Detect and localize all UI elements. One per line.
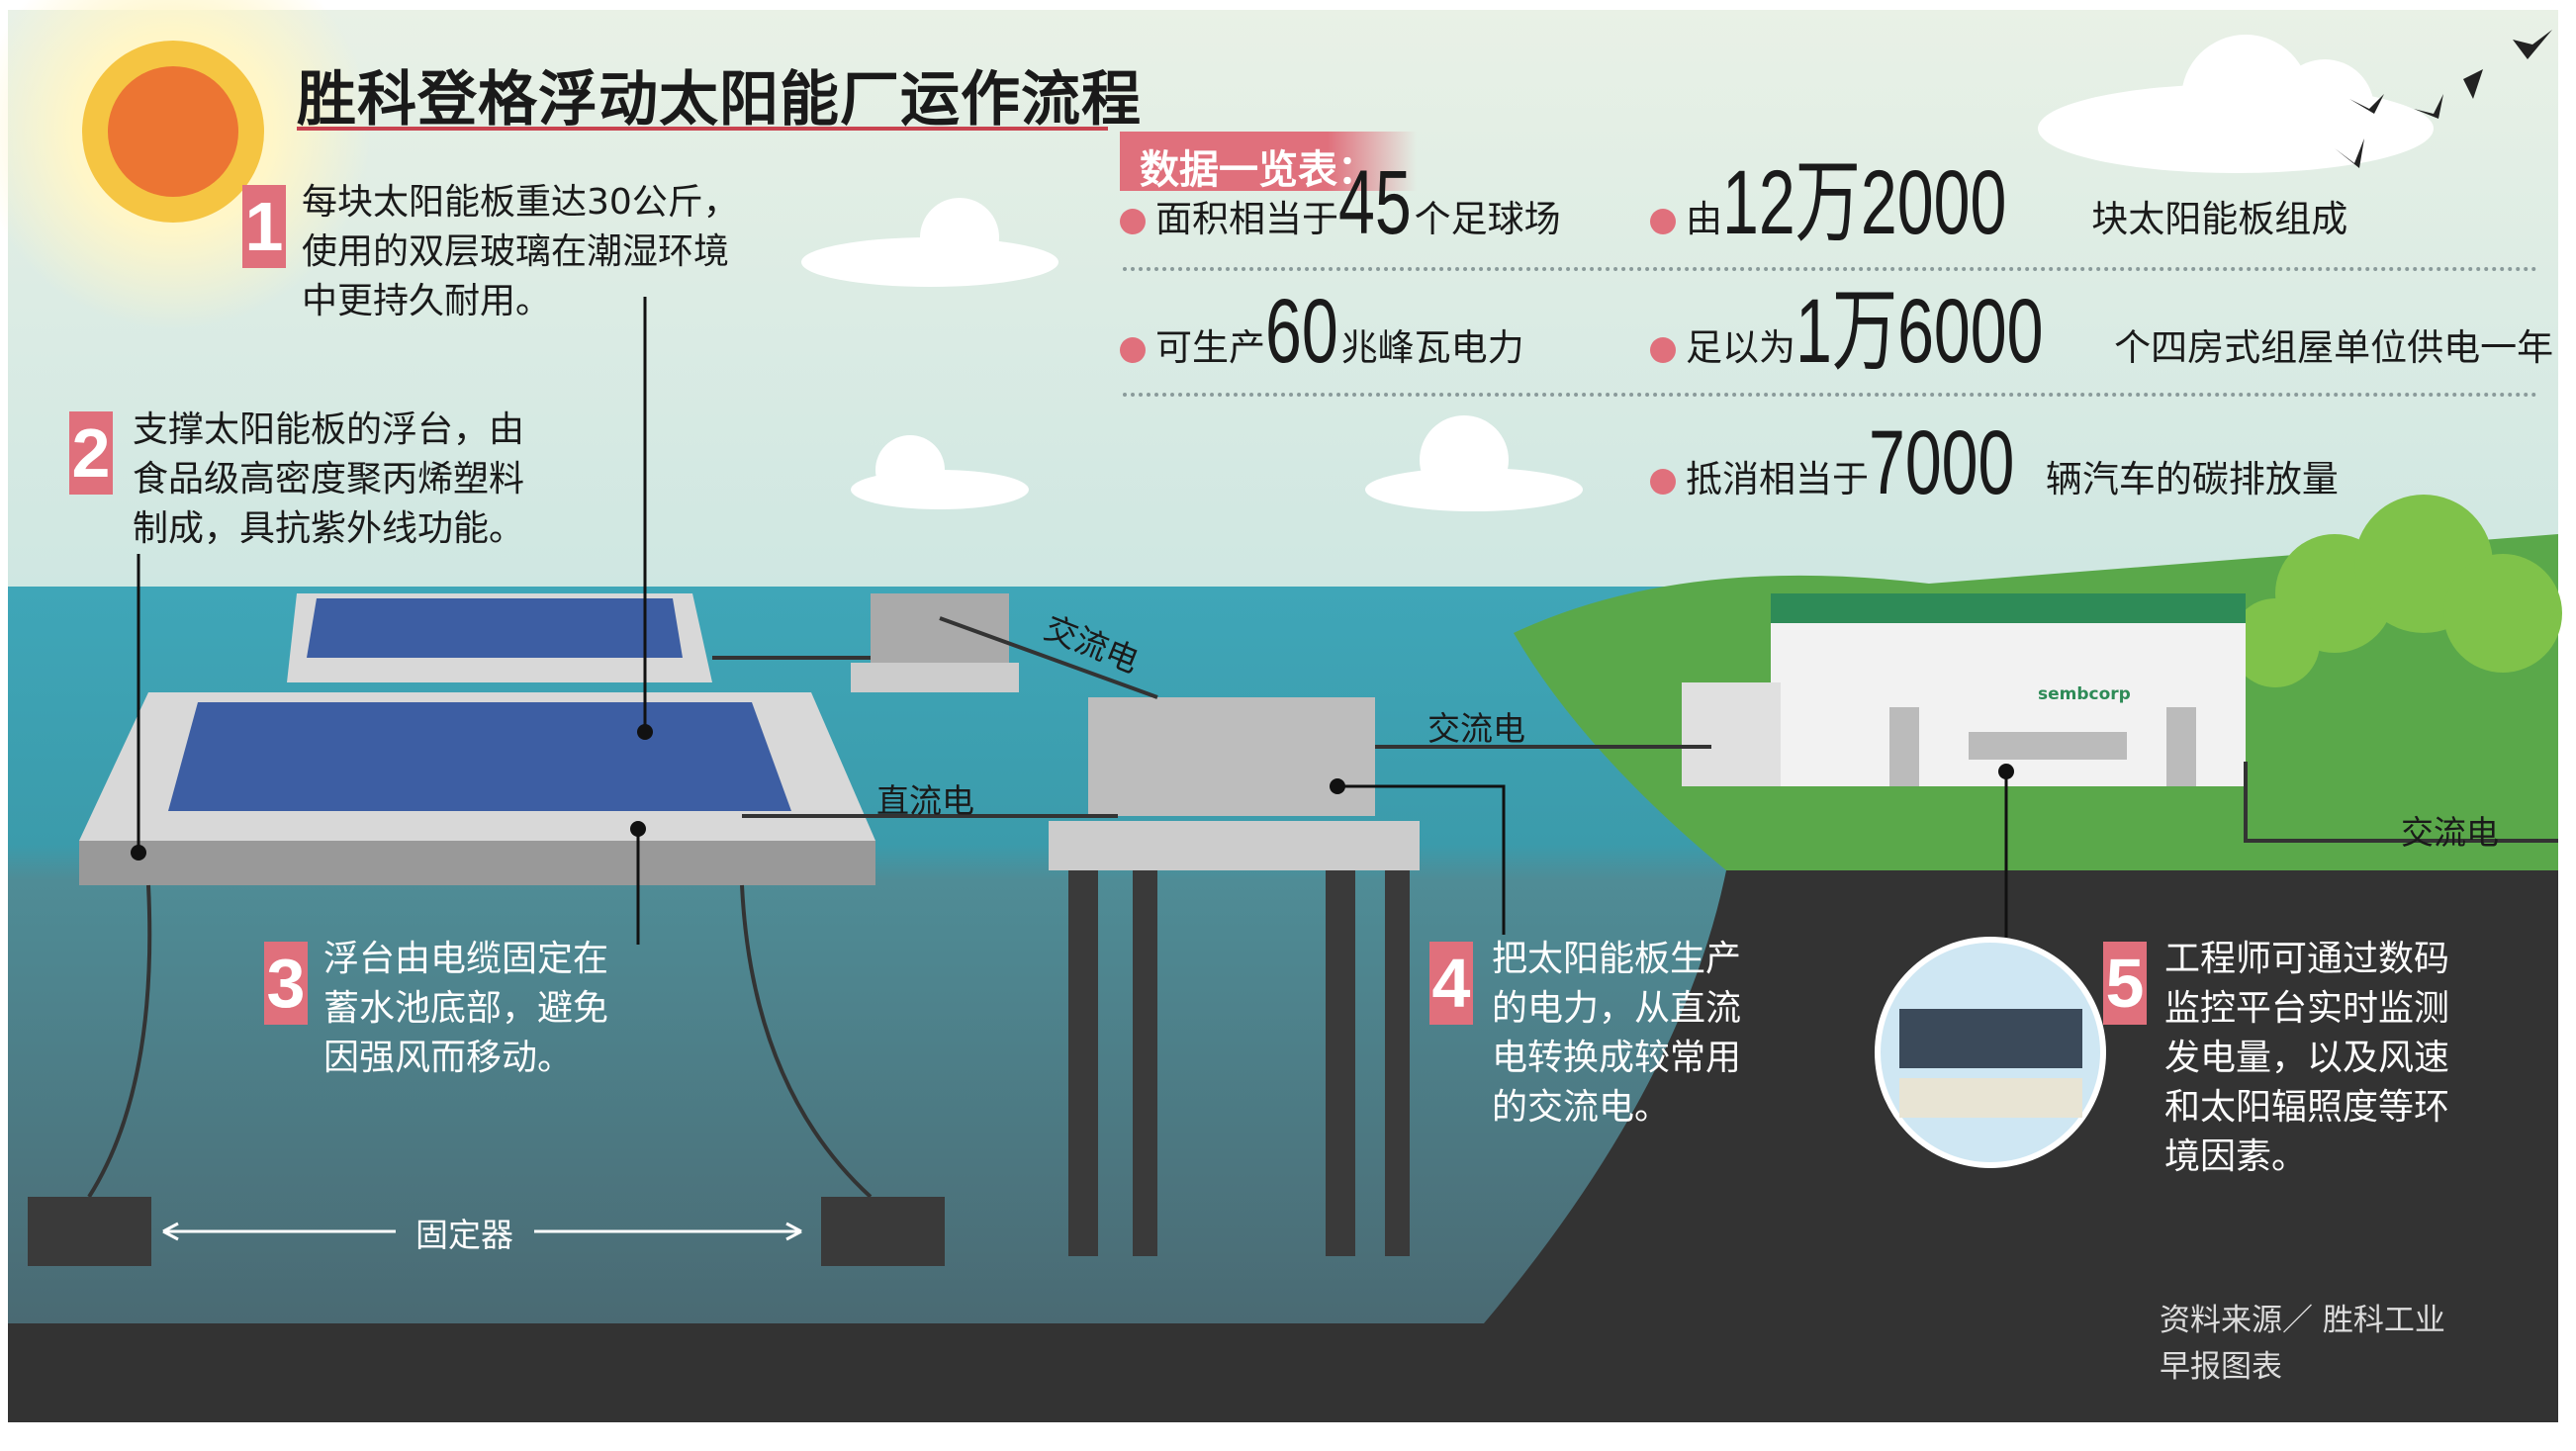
sun-icon	[82, 41, 264, 223]
step-2-number: 2	[69, 411, 113, 495]
bullet-icon	[1120, 209, 1146, 234]
divider	[1123, 393, 2537, 397]
leader-lines	[137, 297, 2008, 945]
birds-icon	[2335, 30, 2552, 168]
step-4-text: 把太阳能板生产的电力，从直流电转换成较常用的交流电。	[1492, 939, 1742, 1128]
step-2-text: 支撑太阳能板的浮台，由食品级高密度聚丙烯塑料制成，具抗紫外线功能。	[133, 409, 525, 549]
label-anchor: 固定器	[415, 1216, 513, 1254]
trees	[2231, 495, 2562, 687]
step-3-number: 3	[264, 942, 308, 1025]
bullet-icon	[1120, 337, 1146, 363]
cables	[87, 616, 2558, 1199]
page-title: 胜科登格浮动太阳能厂运作流程	[297, 65, 1142, 135]
bullet-icon	[1650, 469, 1676, 495]
anchor-arrow	[162, 1222, 802, 1241]
step-3-text: 浮台由电缆固定在蓄水池底部，避免因强风而移动。	[323, 939, 609, 1078]
bullet-icon	[1650, 209, 1676, 234]
step-5-text: 工程师可通过数码监控平台实时监测发电量，以及风速和太阳辐照度等环境因素。	[2164, 939, 2450, 1177]
step-4-number: 4	[1429, 942, 1473, 1025]
monitor-circle-icon	[1875, 937, 2106, 1168]
divider	[1123, 267, 2537, 271]
label-ac-3: 交流电	[2401, 813, 2499, 852]
floating-platform	[79, 593, 875, 885]
title-underline	[297, 127, 1108, 131]
bullet-icon	[1650, 337, 1676, 363]
control-building	[1682, 593, 2246, 786]
sembcorp-logo: sembcorp	[2038, 684, 2131, 704]
label-dc: 直流电	[876, 781, 974, 820]
source-credit: 资料来源／ 胜科工业早报图表	[2160, 1303, 2445, 1385]
clouds	[801, 35, 2434, 511]
label-ac-2: 交流电	[1427, 709, 1525, 748]
step-1-number: 1	[242, 185, 286, 268]
data-summary-header: 数据一览表：	[1120, 132, 1417, 193]
step-1-text: 每块太阳能板重达30公斤，使用的双层玻璃在潮湿环境中更持久耐用。	[302, 182, 739, 321]
step-5-number: 5	[2103, 942, 2147, 1025]
anchors	[28, 1197, 945, 1266]
inverter-station	[851, 593, 1420, 1256]
